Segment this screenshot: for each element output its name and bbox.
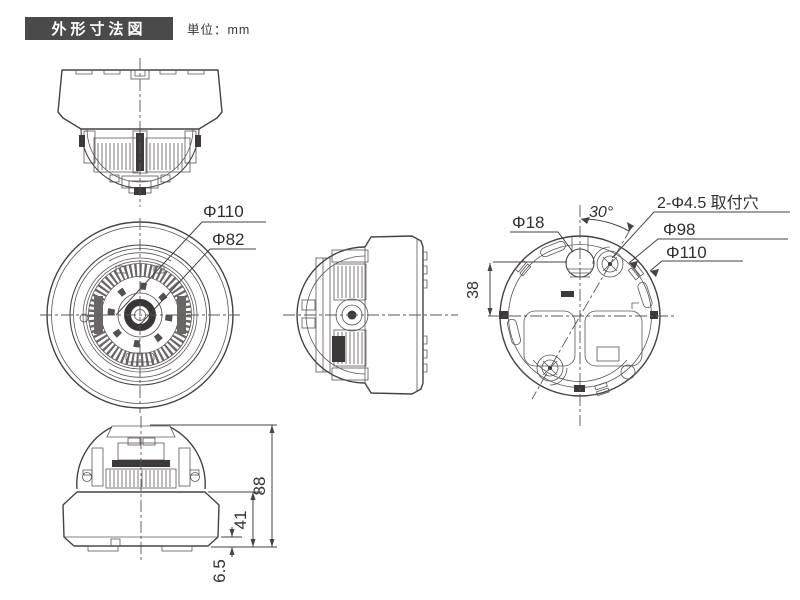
dim-base-outer-diameter: Φ110 [666, 243, 707, 262]
body-outline [364, 235, 424, 395]
dim-cable-hole-diameter: Φ18 [512, 213, 544, 232]
view-base: 38 Φ18 30° 2-Φ4.5 取付穴 Φ98 Φ110 [465, 194, 790, 426]
dim-bolt-circle-diameter: Φ98 [663, 220, 695, 239]
dim-mount-holes: 2-Φ4.5 取付穴 [657, 194, 759, 212]
page-title: 外形寸法図 [25, 17, 173, 40]
view-side [283, 235, 458, 395]
mount-boss-top [592, 246, 624, 278]
cover-left [523, 310, 576, 367]
dim-flange-height: 6.5 [210, 559, 229, 583]
leader-cable-hole [510, 231, 574, 253]
heatsink-right [145, 137, 191, 173]
leader-mount-holes [611, 211, 790, 259]
heatsink-left [93, 137, 139, 173]
dim-total-height: 88 [250, 477, 269, 496]
view-front: Φ110 Φ82 [40, 202, 266, 413]
unit-label: 単位：mm [187, 23, 251, 37]
dim-body-height: 41 [231, 511, 250, 530]
cover-right [584, 310, 643, 367]
view-side-elevation: 88 41 6.5 [62, 416, 277, 583]
leader-front-outer [115, 221, 266, 316]
dome-outline [296, 246, 366, 384]
view-top-inverted [57, 58, 223, 207]
leader-bolt-circle [628, 238, 788, 264]
body-outline [62, 491, 220, 547]
dim-front-outer-diameter: Φ110 [203, 202, 244, 221]
centerline-diagonal-30 [531, 227, 632, 400]
dim-front-inner-diameter: Φ82 [212, 230, 244, 249]
dim-base-offset: 38 [465, 281, 482, 299]
page-header: 外形寸法図 単位：mm [25, 17, 250, 40]
dome-cap [106, 425, 176, 438]
leader-front-inner [135, 248, 256, 330]
leader-base-outer [649, 260, 743, 272]
dim-mount-angle: 30° [589, 204, 614, 221]
mount-boss-bottom [536, 354, 568, 386]
dome-outline [76, 426, 206, 490]
